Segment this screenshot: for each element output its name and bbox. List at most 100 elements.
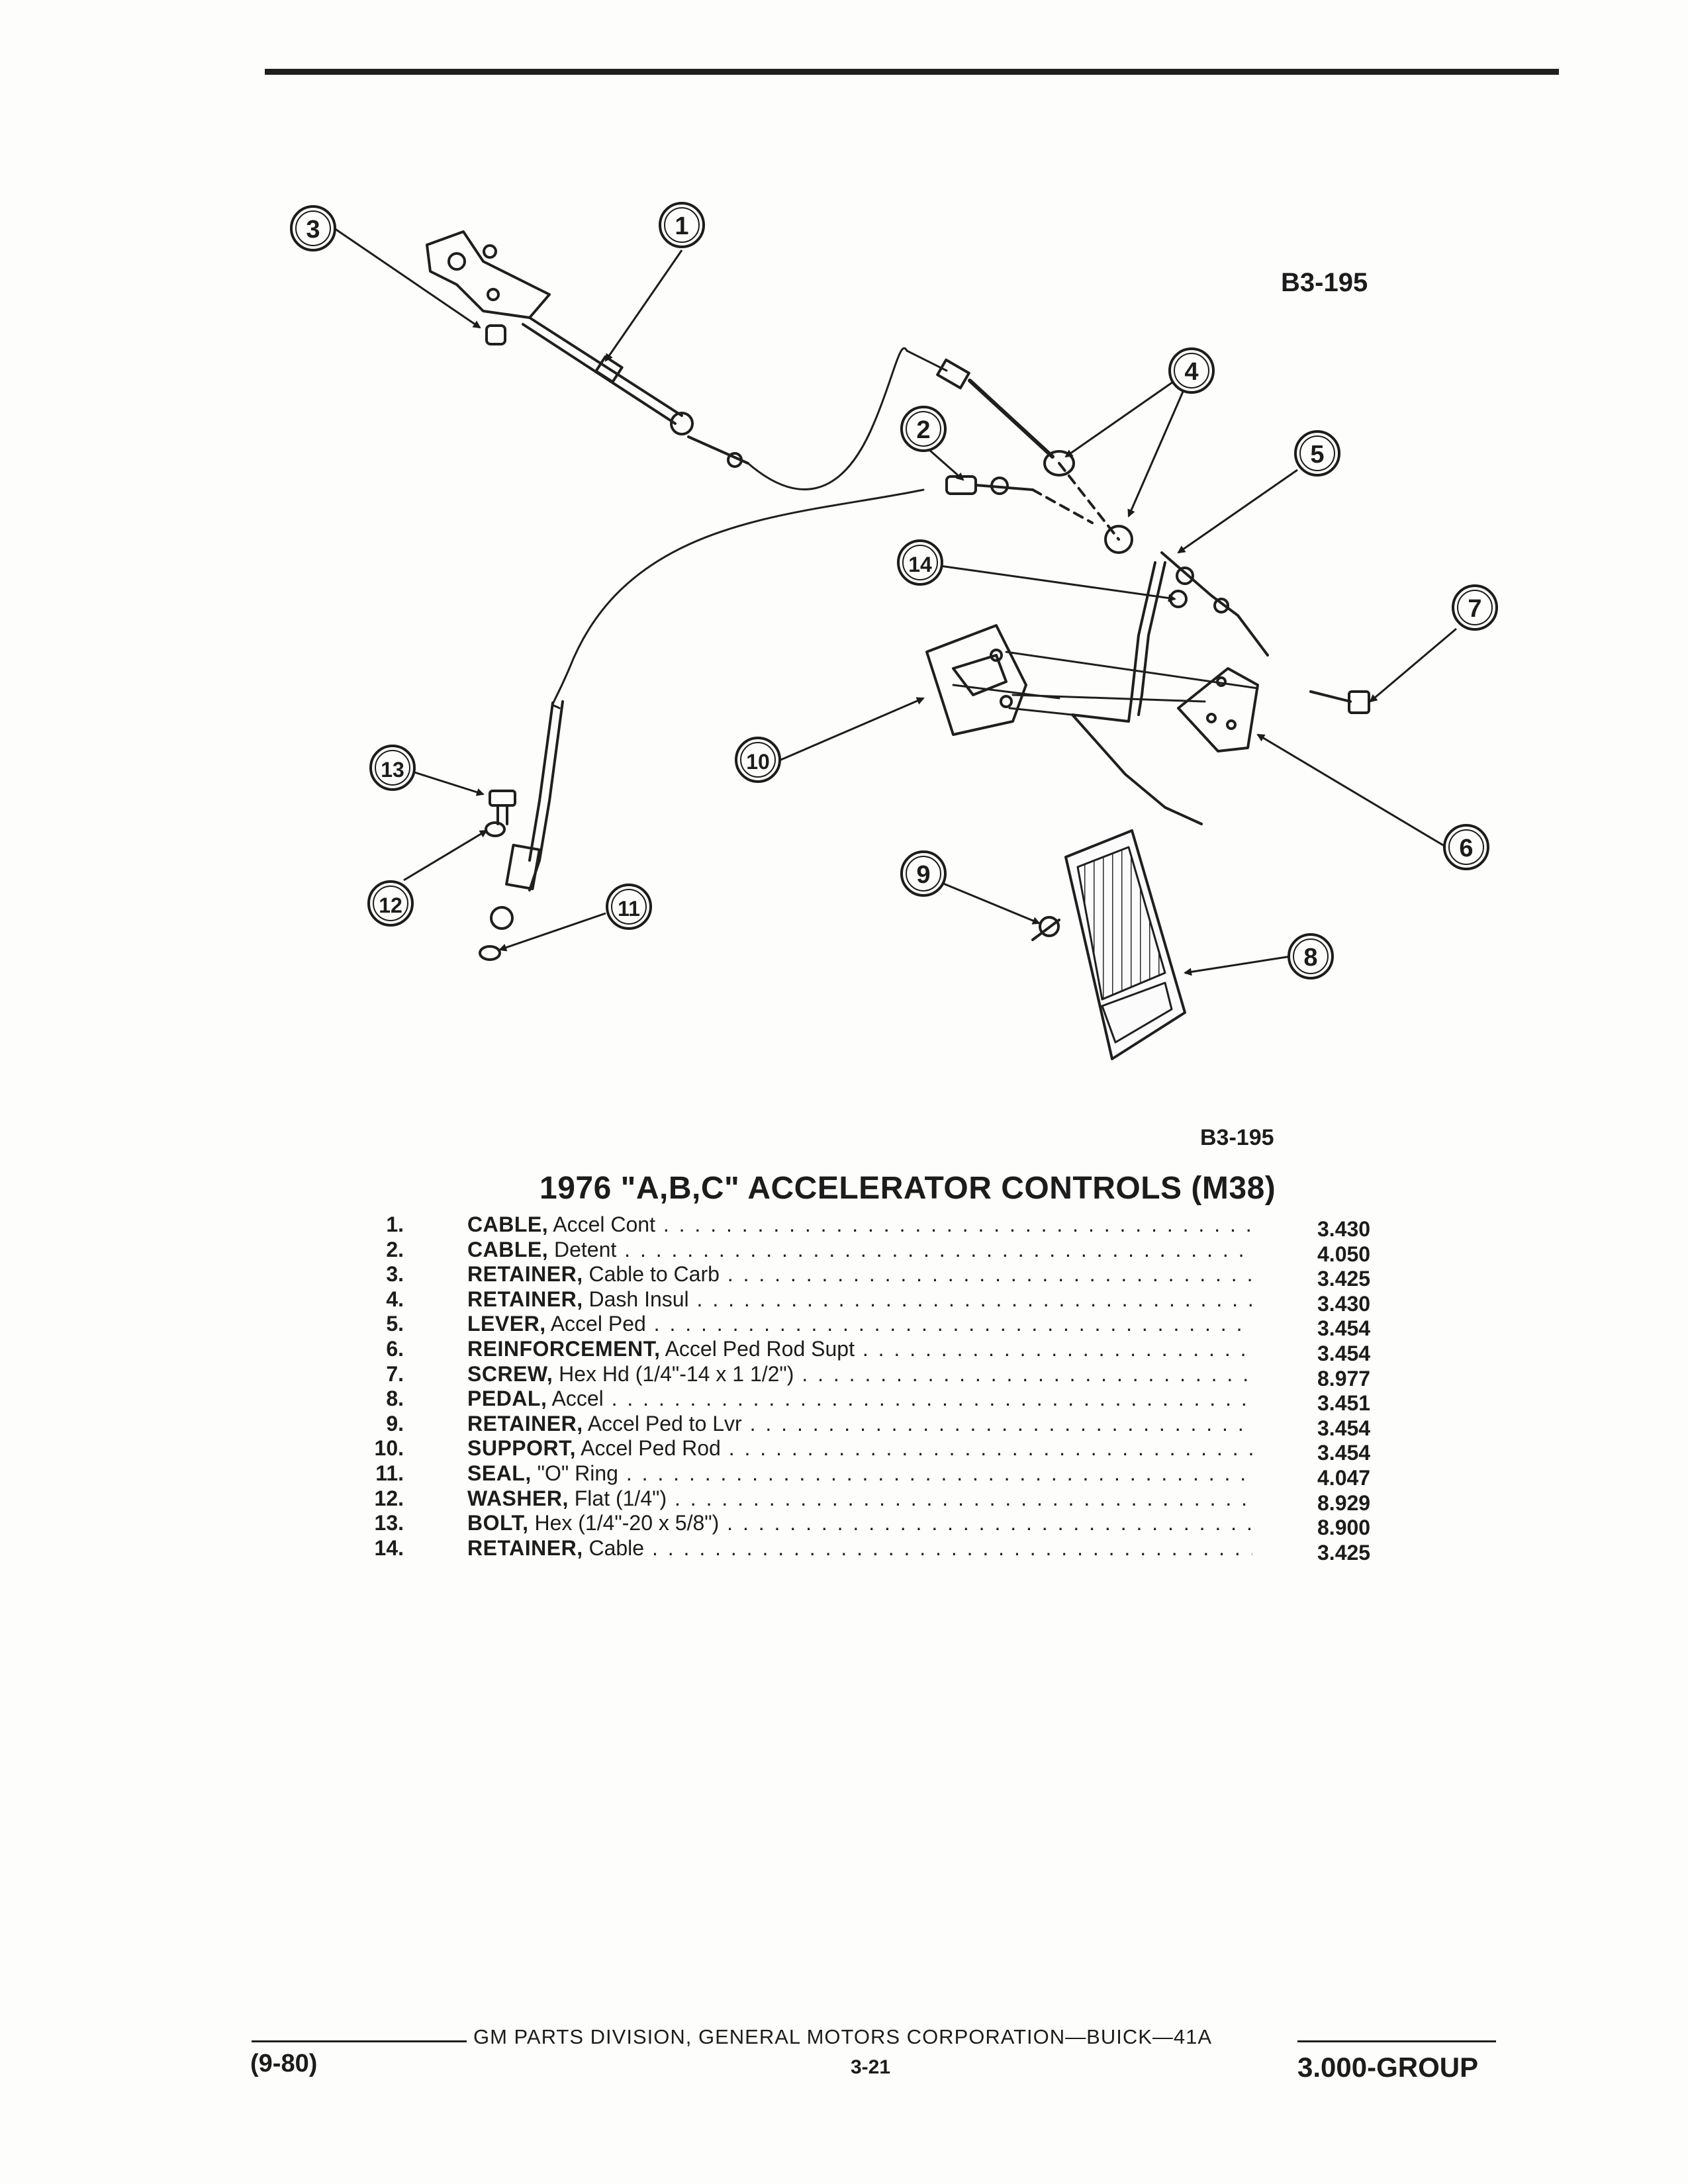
group-number: 3.451	[1317, 1391, 1371, 1416]
part-detail: Flat (1/4")	[574, 1486, 667, 1510]
footer-rule-right	[1297, 2040, 1496, 2042]
callout-2: 2	[900, 406, 947, 452]
callout-11: 11	[606, 884, 652, 930]
part-number: 6.	[386, 1336, 404, 1361]
part-name: BOLT,	[467, 1511, 529, 1535]
part-description: CABLE, Detent . . . . . . . . . . . . . …	[467, 1238, 1252, 1263]
figure-reference-top: B3-195	[1281, 268, 1368, 297]
callout-label: 5	[1310, 441, 1324, 469]
parts-list-row: 1. CABLE, Accel Cont . . . . . . . . . . …	[386, 1212, 1397, 1241]
part-number: 7.	[386, 1361, 404, 1386]
part-number: 11.	[375, 1461, 404, 1485]
dot-leader: . . . . . . . . . . . . . . . . . . . . …	[727, 1262, 1252, 1287]
part-name: CABLE,	[467, 1237, 549, 1261]
part-number: 10.	[374, 1436, 404, 1461]
part-detail: Accel Ped Rod	[581, 1436, 721, 1461]
hex-head-screw	[1309, 690, 1370, 714]
footer-date: (9-80)	[250, 2050, 318, 2077]
parts-list-row: 12.WASHER, Flat (1/4") . . . . . . . . .…	[375, 1486, 1397, 1515]
dot-leader: . . . . . . . . . . . . . . . . . . . . …	[675, 1486, 1252, 1510]
group-number: 3.430	[1317, 1217, 1371, 1241]
dash-insul-retainer	[1043, 450, 1133, 554]
dot-leader: . . . . . . . . . . . . . . . . . . . . …	[749, 1411, 1252, 1435]
part-detail: Dash Insul	[588, 1287, 689, 1311]
part-name: RETAINER,	[467, 1287, 583, 1311]
callout-13: 13	[369, 745, 416, 791]
part-number: 13.	[374, 1511, 404, 1535]
parts-list: 1. CABLE, Accel Cont . . . . . . . . . . …	[375, 1212, 1397, 1565]
callout-14: 14	[897, 539, 943, 586]
group-number: 3.454	[1317, 1416, 1371, 1440]
part-name: REINFORCEMENT,	[467, 1336, 661, 1361]
part-description: RETAINER, Cable . . . . . . . . . . . . …	[467, 1536, 1252, 1561]
part-description: WASHER, Flat (1/4") . . . . . . . . . . …	[467, 1486, 1252, 1512]
accel-pedal-rod-support-reinforcement	[1177, 667, 1259, 752]
callout-1: 1	[659, 202, 705, 248]
dot-leader: . . . . . . . . . . . . . . . . . . . . …	[696, 1287, 1252, 1311]
part-number: 4.	[386, 1287, 404, 1311]
dot-leader: . . . . . . . . . . . . . . . . . . . . …	[653, 1312, 1252, 1336]
hex-bolt	[489, 790, 516, 825]
part-description: LEVER, Accel Ped . . . . . . . . . . . .…	[467, 1312, 1252, 1337]
group-number: 4.050	[1317, 1242, 1371, 1266]
part-number: 2.	[386, 1237, 404, 1261]
page-title: 1976 "A,B,C" ACCELERATOR CONTROLS (M38)	[539, 1171, 1276, 1206]
dot-leader: . . . . . . . . . . . . . . . . . . . . …	[611, 1387, 1252, 1411]
flat-washer	[485, 821, 506, 837]
part-name: WASHER,	[467, 1486, 569, 1510]
parts-list-row: 2. CABLE, Detent . . . . . . . . . . . . …	[386, 1238, 1397, 1266]
parts-list-row: 13. BOLT, Hex (1/4"-20 x 5/8") . . . . . …	[375, 1511, 1397, 1539]
part-description: SEAL, "O" Ring . . . . . . . . . . . . .…	[467, 1461, 1252, 1486]
parts-list-row: 3.RETAINER, Cable to Carb . . . . . . . …	[386, 1262, 1397, 1291]
footer-rule-left	[252, 2040, 467, 2042]
accel-pedal-lever	[1071, 551, 1269, 825]
group-number: 4.047	[1317, 1465, 1371, 1490]
callout-label: 6	[1459, 835, 1473, 862]
parts-list-row: 6.REINFORCEMENT, Accel Ped Rod Supt . . …	[386, 1336, 1397, 1365]
parts-list-row: 8.PEDAL, Accel . . . . . . . . . . . . .…	[386, 1387, 1397, 1415]
callout-12: 12	[367, 880, 414, 927]
group-number: 3.425	[1317, 1540, 1371, 1565]
group-number: 3.454	[1317, 1316, 1371, 1341]
parts-list-row: 14. RETAINER, Cable . . . . . . . . . . .…	[375, 1536, 1397, 1565]
group-number: 3.454	[1317, 1441, 1371, 1465]
callout-label: 4	[1184, 358, 1198, 386]
callout-label: 1	[675, 212, 688, 240]
part-name: RETAINER,	[467, 1411, 583, 1435]
part-number: 1.	[386, 1212, 404, 1236]
callout-label: 2	[916, 416, 930, 444]
callout-3: 3	[290, 205, 336, 251]
parts-list-row: 9.RETAINER, Accel Ped to Lvr . . . . . .…	[386, 1411, 1397, 1440]
callout-label: 12	[379, 893, 402, 917]
callout-label: 14	[908, 553, 932, 576]
part-description: CABLE, Accel Cont . . . . . . . . . . . …	[467, 1212, 1252, 1238]
dot-leader: . . . . . . . . . . . . . . . . . . . . …	[626, 1461, 1252, 1485]
part-description: SUPPORT, Accel Ped Rod . . . . . . . . .…	[467, 1436, 1252, 1461]
parts-list-row: 5.LEVER, Accel Ped . . . . . . . . . . .…	[386, 1312, 1397, 1340]
dot-leader: . . . . . . . . . . . . . . . . . . . . …	[728, 1436, 1252, 1461]
footer-organization: GM PARTS DIVISION, GENERAL MOTORS CORPOR…	[473, 2025, 1213, 2048]
dot-leader: . . . . . . . . . . . . . . . . . . . . …	[862, 1336, 1252, 1361]
callout-label: 13	[381, 758, 404, 782]
part-detail: Hex (1/4"-20 x 5/8")	[534, 1511, 720, 1535]
callout-label: 8	[1303, 944, 1317, 972]
callout-label: 9	[916, 861, 930, 889]
part-name: RETAINER,	[467, 1535, 583, 1560]
top-rule	[265, 69, 1559, 75]
group-number: 3.454	[1317, 1341, 1371, 1365]
figure-reference-bottom: B3-195	[1200, 1125, 1274, 1150]
accel-pedal-rod-support	[925, 624, 1259, 736]
part-number: 14.	[374, 1535, 404, 1560]
part-description: BOLT, Hex (1/4"-20 x 5/8") . . . . . . .…	[467, 1511, 1252, 1536]
part-description: PEDAL, Accel . . . . . . . . . . . . . .…	[467, 1387, 1252, 1412]
callout-6: 6	[1443, 824, 1489, 870]
callout-4: 4	[1168, 347, 1215, 394]
callout-9: 9	[900, 850, 947, 897]
parts-list-row: 10. SUPPORT, Accel Ped Rod . . . . . . . …	[375, 1436, 1397, 1465]
group-number: 8.900	[1317, 1516, 1371, 1540]
part-detail: Accel Ped	[550, 1312, 646, 1336]
dot-leader: . . . . . . . . . . . . . . . . . . . . …	[663, 1212, 1252, 1236]
callout-10: 10	[735, 737, 781, 783]
part-detail: Detent	[554, 1237, 617, 1261]
detent-cable-end	[490, 700, 564, 930]
